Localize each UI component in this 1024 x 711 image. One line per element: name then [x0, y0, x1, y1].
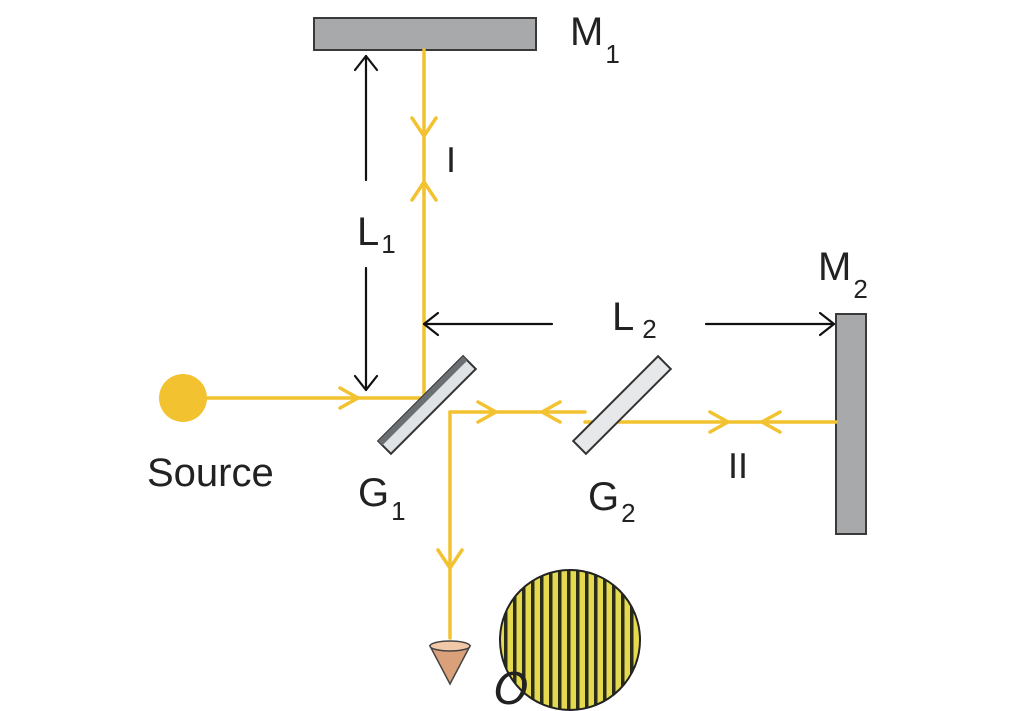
label-beam-ii: II: [728, 447, 748, 487]
interference-fringes: [499, 569, 641, 711]
compensator-plate-g2: [571, 354, 673, 456]
eyepiece-icon: [428, 640, 472, 686]
label-source: Source: [147, 451, 274, 495]
label-beam-i: I: [446, 141, 456, 181]
arrow-right-toward-m2: [708, 410, 730, 434]
label-m2: M2: [818, 245, 868, 304]
light-source-icon: [159, 374, 207, 422]
arrow-down-toward-g1: [410, 116, 438, 138]
label-g2: G2: [588, 475, 636, 528]
mirror-m2: [835, 313, 867, 535]
label-g1: G1: [358, 471, 406, 526]
mirror-m1: [313, 17, 537, 51]
label-m1: M1: [570, 10, 620, 69]
label-observer: O: [494, 664, 529, 711]
arrow-up-toward-m1: [410, 180, 438, 202]
label-l1: L1: [357, 210, 396, 259]
arrow-right-toward-g2: [476, 400, 498, 424]
light-beams: [181, 48, 838, 640]
beam-splitter-g1: [376, 354, 478, 456]
arrow-left-toward-g1: [540, 400, 562, 424]
arrow-source-right: [338, 386, 360, 410]
arrow-down-to-observer: [436, 548, 464, 570]
dimension-l1: [353, 54, 379, 392]
beam-direction-arrows: [338, 116, 782, 570]
dimension-l2: [422, 311, 836, 337]
arrow-left-from-m2: [760, 410, 782, 434]
